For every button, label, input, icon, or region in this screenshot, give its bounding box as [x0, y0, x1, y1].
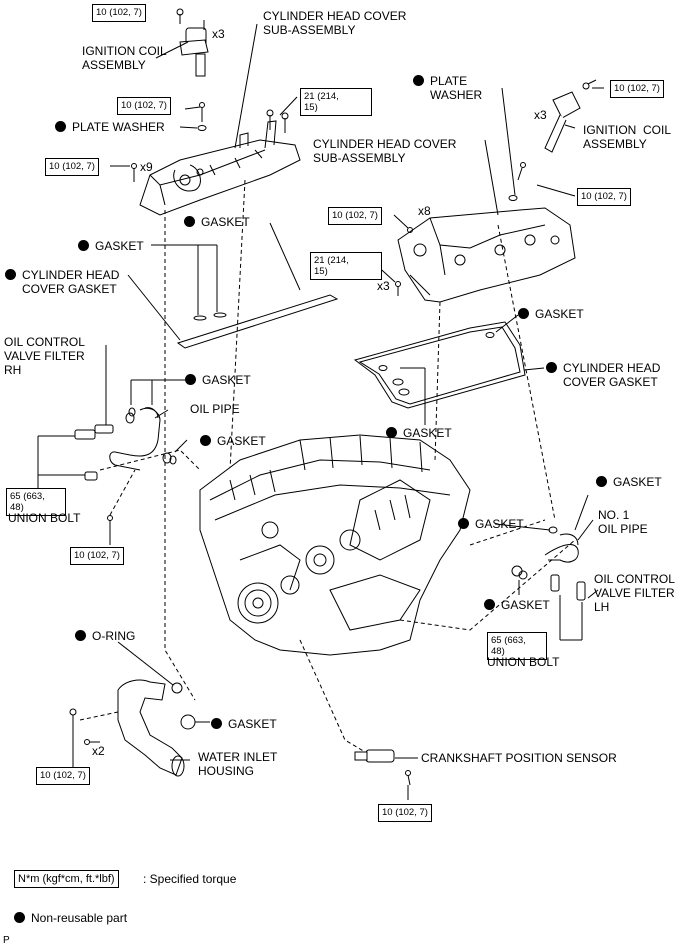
label-oil-pipe: OIL PIPE: [190, 402, 240, 416]
legend-specified-torque: : Specified torque: [143, 872, 237, 886]
torque-box: 10 (102, 7): [378, 804, 432, 822]
label-crankshaft-position-sensor: CRANKSHAFT POSITION SENSOR: [421, 751, 617, 765]
label-gasket: GASKET: [184, 215, 250, 229]
quantity-label: x9: [140, 160, 153, 174]
left-cylinder-head-cover: [139, 120, 301, 216]
right-cylinder-head-cover: [397, 207, 576, 303]
label-cylinder-head-cover-gasket: CYLINDER HEAD COVER GASKET: [546, 361, 660, 389]
left-plate-washer: [197, 125, 207, 131]
torque-box: 10 (102, 7): [610, 80, 664, 98]
non-reusable-mark: [55, 121, 66, 132]
right-ignition-coil: [544, 79, 597, 153]
right-cylinder-head-cover-gasket: [353, 321, 526, 409]
quantity-label: x3: [212, 27, 225, 41]
quantity-label: x3: [377, 279, 390, 293]
non-reusable-mark: [518, 308, 529, 319]
label-oil-control-valve-filter-rh: OIL CONTROL VALVE FILTER RH: [4, 335, 85, 377]
torque-box: 10 (102, 7): [117, 97, 171, 115]
label-union-bolt: UNION BOLT: [487, 655, 560, 669]
non-reusable-mark: [75, 630, 86, 641]
torque-box: 21 (214, 15): [310, 252, 382, 280]
label-gasket: GASKET: [200, 434, 266, 448]
label-o-ring: O-RING: [75, 629, 135, 643]
non-reusable-mark: [184, 216, 195, 227]
non-reusable-mark: [200, 435, 211, 446]
label-no1-oil-pipe: NO. 1 OIL PIPE: [598, 508, 648, 536]
label-union-bolt: UNION BOLT: [8, 511, 81, 525]
water-inlet-housing: [69, 679, 196, 777]
non-reusable-mark: [458, 518, 469, 529]
legend-non-reusable: Non-reusable part: [14, 911, 127, 925]
label-cylinder-head-cover-sub-assembly: CYLINDER HEAD COVER SUB-ASSEMBLY: [313, 137, 457, 165]
label-cylinder-head-cover-sub-assembly: CYLINDER HEAD COVER SUB-ASSEMBLY: [263, 9, 407, 37]
non-reusable-mark: [386, 427, 397, 438]
non-reusable-mark: [413, 75, 424, 86]
no1-oil-pipe: [511, 526, 579, 580]
non-reusable-mark: [211, 718, 222, 729]
non-reusable-mark: [14, 912, 25, 923]
torque-box: 10 (102, 7): [328, 207, 382, 225]
label-gasket: GASKET: [211, 717, 277, 731]
torque-box: 10 (102, 7): [45, 158, 99, 176]
non-reusable-mark: [78, 240, 89, 251]
torque-box: 10 (102, 7): [577, 188, 631, 206]
non-reusable-mark: [5, 269, 16, 280]
torque-box: 21 (214, 15): [300, 88, 372, 116]
label-cylinder-head-cover-gasket: CYLINDER HEAD COVER GASKET: [5, 268, 119, 296]
non-reusable-mark: [596, 476, 607, 487]
label-plate-washer: PLATE WASHER: [55, 120, 165, 134]
torque-box: 10 (102, 7): [92, 4, 146, 22]
label-gasket: GASKET: [458, 517, 524, 531]
label-gasket: GASKET: [484, 598, 550, 612]
label-gasket: GASKET: [386, 426, 452, 440]
label-gasket: GASKET: [596, 475, 662, 489]
crankshaft-position-sensor: [354, 749, 411, 786]
left-cylinder-head-cover-gasket: [176, 294, 339, 349]
non-reusable-mark: [185, 374, 196, 385]
quantity-label: x2: [92, 744, 105, 758]
label-ignition-coil-assembly: IGNITION COIL ASSEMBLY: [82, 44, 167, 72]
label-gasket: GASKET: [78, 239, 144, 253]
oil-pipe-rh: [109, 407, 177, 471]
engine-block: [199, 434, 471, 656]
ocv-filter-lh: [550, 574, 586, 601]
label-plate-washer: PLATE WASHER: [413, 74, 482, 102]
label-gasket: GASKET: [518, 307, 584, 321]
label-gasket: GASKET: [185, 373, 251, 387]
footer-mark: P: [3, 935, 10, 946]
ocv-filter-rh: [74, 424, 114, 530]
left-spark-plug-gaskets: [193, 312, 227, 321]
legend-torque-unit: N*m (kgf*cm, ft.*lbf): [14, 870, 119, 888]
torque-box: 10 (102, 7): [70, 547, 124, 565]
quantity-label: x3: [534, 108, 547, 122]
torque-box: 65 (663, 48): [6, 488, 66, 516]
non-reusable-mark: [546, 362, 557, 373]
left-ignition-coil: [176, 8, 209, 77]
torque-box: 10 (102, 7): [36, 767, 90, 785]
label-water-inlet-housing: WATER INLET HOUSING: [198, 750, 278, 778]
non-reusable-mark: [484, 599, 495, 610]
label-ignition-coil-assembly: IGNITION COIL ASSEMBLY: [583, 123, 672, 151]
torque-box: 65 (663, 48): [487, 632, 547, 660]
quantity-label: x8: [418, 204, 431, 218]
label-oil-control-valve-filter-lh: OIL CONTROL VALVE FILTER LH: [594, 572, 675, 614]
